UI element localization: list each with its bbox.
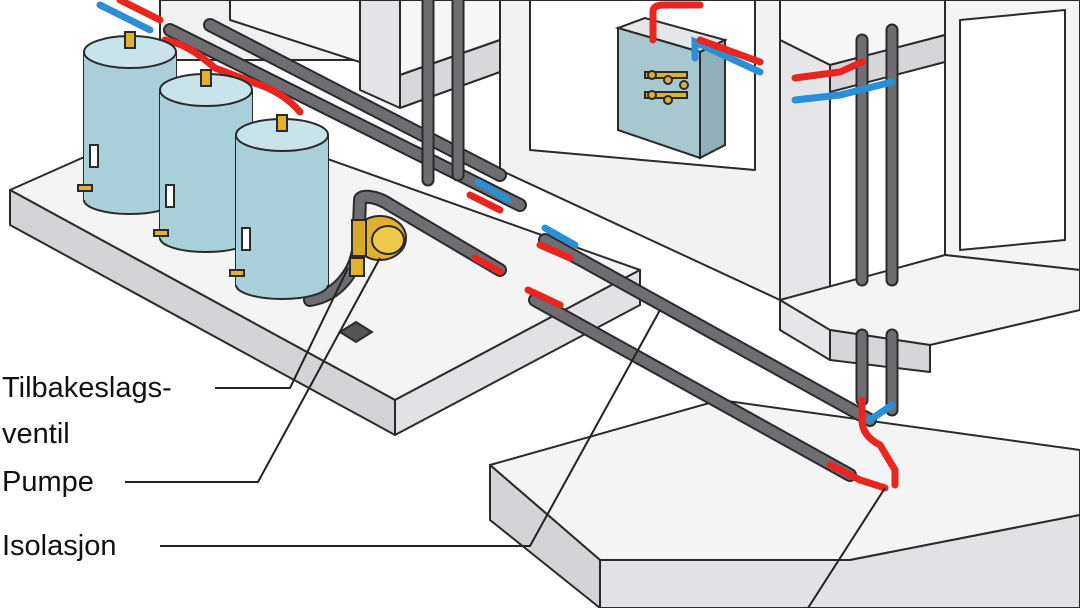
leader-pumpe: [125, 257, 381, 483]
label-tilbakeslagsventil-line2: ventil: [2, 418, 70, 450]
label-isolasjon: Isolasjon: [2, 530, 117, 562]
hot-pipe: [116, 0, 164, 24]
water-heater-2: [153, 69, 253, 253]
upper-left-slab-side: [359, 0, 401, 109]
cylindrical-water-heater-icon: [77, 31, 329, 300]
leader-isolasjon: [160, 309, 661, 547]
hot-cold-pipes: [96, 0, 899, 492]
right-column-inner: [959, 9, 1066, 251]
label-leader-lines: [125, 257, 886, 608]
circulation-pump-icon: [351, 215, 407, 261]
label-tilbakeslagsventil-line1: Tilbakeslags-: [2, 372, 172, 404]
cold-pipe: [96, 1, 154, 34]
lower-right-slab-front: [489, 464, 601, 608]
lower-right-slab-side: [599, 514, 1080, 608]
floor-drain-icon: [338, 320, 374, 344]
water-heater-3: [229, 114, 329, 300]
leader-tilbakeslagsventil: [215, 267, 349, 389]
check-valve-icon: [349, 257, 365, 277]
leader-bottom-right: [807, 487, 886, 608]
label-pumpe: Pumpe: [2, 466, 94, 498]
